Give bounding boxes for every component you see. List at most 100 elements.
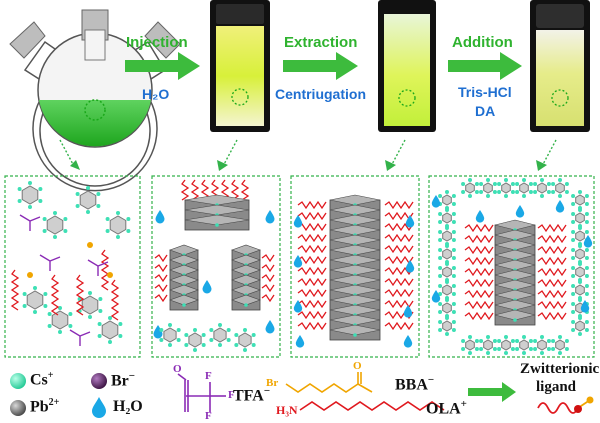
ola-chain — [464, 289, 494, 299]
ola-chain — [464, 234, 494, 244]
arrow-injection — [125, 52, 200, 80]
water-drop — [475, 210, 485, 223]
cs-ion — [251, 333, 256, 337]
cs-ion — [438, 292, 443, 296]
cs-ion — [438, 284, 443, 288]
octahedron — [184, 204, 250, 216]
ola-chain — [240, 179, 250, 201]
cs-ion — [528, 347, 533, 351]
cs-ion — [515, 339, 520, 343]
cs-ion — [53, 211, 57, 215]
cs-ion — [540, 178, 544, 182]
cs-ion — [445, 226, 449, 230]
cs-ion — [88, 291, 92, 295]
cs-ion — [159, 328, 164, 332]
cs-ion — [42, 217, 47, 221]
ola-chain — [537, 267, 567, 277]
cs-ion — [28, 205, 32, 209]
cs-ion — [571, 238, 576, 242]
ola-chain — [261, 294, 275, 303]
cs-ion — [451, 238, 456, 242]
polydopamine-unit — [575, 320, 585, 332]
cs-ion — [584, 194, 589, 198]
cs-legend-icon — [10, 373, 26, 389]
ola-chain — [297, 211, 327, 221]
cs-ion — [209, 338, 214, 342]
cs-ion — [468, 194, 472, 198]
perovskite-column — [329, 194, 381, 341]
ola-chain — [537, 278, 567, 288]
cs-ion — [182, 303, 186, 307]
cs-ion — [571, 284, 576, 288]
cs-ion — [28, 181, 32, 185]
polydopamine-unit — [442, 320, 452, 332]
octahedron — [329, 314, 381, 326]
octahedron — [494, 229, 536, 241]
cs-ion — [451, 320, 456, 324]
ola-chain — [384, 244, 414, 254]
polydopamine-unit — [501, 339, 511, 351]
cs-ion — [497, 190, 502, 194]
ola-chain — [154, 284, 168, 293]
cs-ion — [461, 347, 466, 351]
tfa-molecule — [69, 329, 91, 346]
cs-ion — [584, 202, 589, 206]
cs-ion — [58, 330, 62, 334]
bba-end — [87, 242, 93, 248]
water-drop — [515, 205, 525, 218]
cs-ion — [126, 229, 131, 233]
octahedron — [231, 284, 261, 296]
cs-ion — [479, 190, 484, 194]
legend-arrow-icon — [468, 382, 516, 402]
cs-ion — [522, 178, 526, 182]
cs-ion — [584, 248, 589, 252]
octahedron — [329, 264, 381, 276]
cs-ion — [168, 323, 172, 327]
polydopamine-unit — [501, 182, 511, 194]
polydopamine-unit — [537, 182, 547, 194]
cs-ion — [75, 192, 80, 196]
octahedron — [169, 274, 199, 286]
hexagon-unit — [26, 290, 44, 310]
cs-ion — [564, 182, 569, 186]
cs-ion — [571, 194, 576, 198]
cs-ion — [551, 339, 556, 343]
octahedron — [329, 224, 381, 236]
ola-chain — [384, 299, 414, 309]
octahedron — [231, 244, 261, 256]
cs-ion — [558, 351, 562, 355]
ola-chain — [154, 254, 168, 263]
cs-ion — [353, 333, 357, 337]
cs-ion — [522, 335, 526, 339]
tfa-f-label-2: F — [228, 389, 235, 401]
cs-ion — [116, 235, 120, 239]
ola-chain — [110, 279, 120, 321]
cs-ion — [218, 323, 222, 327]
cs-ion — [578, 244, 582, 248]
hexagon-unit — [109, 215, 127, 235]
polydopamine-unit — [442, 248, 452, 260]
cs-ion — [445, 262, 449, 266]
zwitterionic-ligand-icon — [537, 396, 594, 414]
ola-chain — [537, 256, 567, 266]
water-drop — [403, 305, 413, 318]
cs-ion — [479, 339, 484, 343]
cs-ion — [474, 339, 479, 343]
ola-chain — [154, 294, 168, 303]
cs-ion — [474, 347, 479, 351]
ola-chain — [154, 274, 168, 283]
cs-ion — [38, 187, 43, 191]
polydopamine-unit — [442, 284, 452, 296]
hexagon-unit — [81, 295, 99, 315]
cs-ion — [571, 212, 576, 216]
cs-ion — [98, 309, 103, 313]
h2o-legend-label: H₂O — [113, 398, 143, 415]
ola-chain — [384, 222, 414, 232]
cs-ion — [558, 178, 562, 182]
cs-ion — [497, 182, 502, 186]
cs-ion — [578, 226, 582, 230]
panel-2 — [151, 175, 281, 358]
octahedron — [329, 284, 381, 296]
cs-ion — [105, 229, 110, 233]
